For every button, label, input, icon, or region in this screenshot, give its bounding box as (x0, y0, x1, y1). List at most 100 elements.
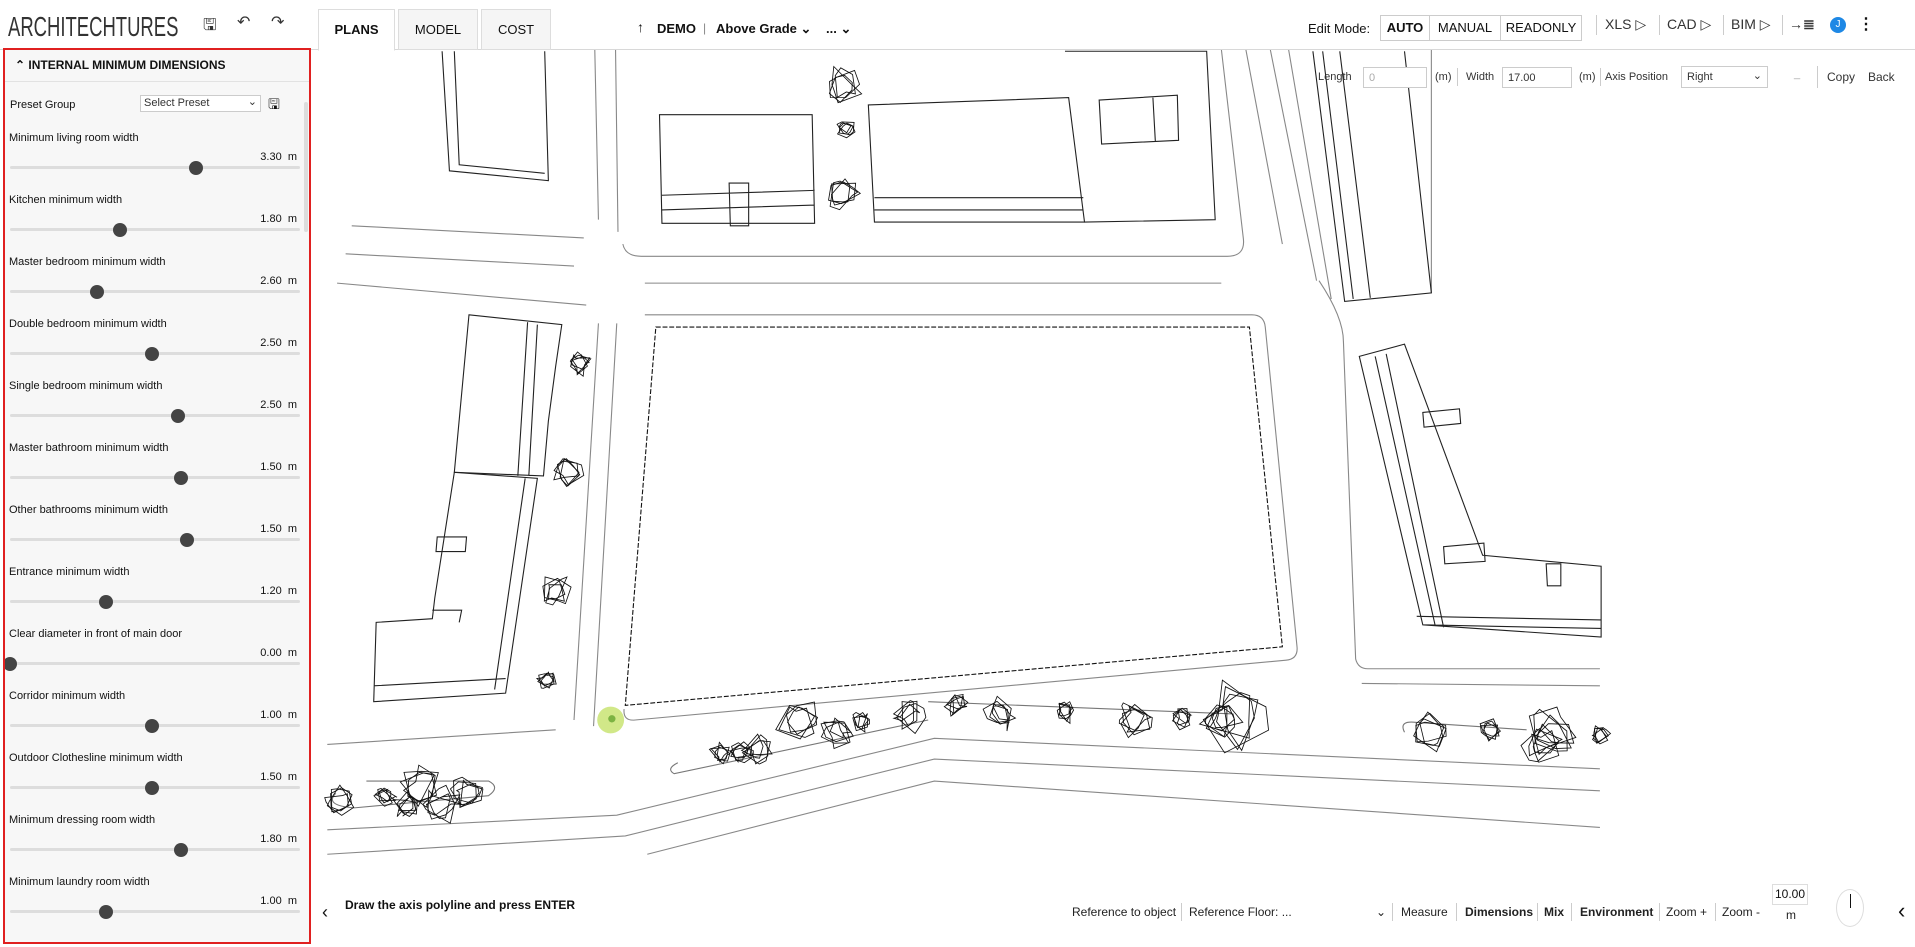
chevron-left-icon[interactable]: ‹ (322, 902, 328, 922)
tree-symbol (901, 700, 918, 730)
preset-select[interactable]: Select Preset⌄ (140, 95, 261, 112)
north-compass[interactable] (1836, 889, 1864, 927)
chevron-left-icon[interactable]: ‹ (1898, 898, 1906, 923)
dimension-row: Minimum dressing room width 1.80 m (5, 814, 305, 876)
length-input[interactable] (1363, 67, 1427, 88)
length-unit: (m) (1435, 71, 1452, 83)
slider-handle[interactable] (145, 719, 160, 733)
status-instruction: Draw the axis polyline and press ENTER (345, 898, 576, 912)
slider-handle[interactable] (5, 657, 17, 671)
axis-position-select[interactable]: Right⌄ (1681, 66, 1768, 88)
tree-symbol (829, 717, 853, 739)
tree-symbol (895, 703, 927, 735)
tree-symbol (829, 180, 859, 211)
scrollbar[interactable] (304, 102, 308, 232)
dimension-slider[interactable] (10, 533, 300, 547)
tree-symbol (1176, 708, 1189, 726)
dimension-value: 1.50 m (260, 461, 297, 473)
tree-symbol (402, 764, 436, 808)
dimension-slider[interactable] (10, 843, 300, 857)
slider-handle[interactable] (188, 161, 203, 175)
dimension-slider[interactable] (10, 347, 300, 361)
edit-mode-label: Edit Mode: (1308, 21, 1371, 36)
slider-handle[interactable] (113, 223, 128, 237)
dimension-slider[interactable] (10, 161, 300, 175)
tab-plans[interactable]: PLANS (318, 9, 395, 51)
more-label: ... (826, 21, 837, 36)
undo-icon[interactable]: ↶ (237, 14, 251, 31)
tree-symbol (729, 744, 754, 764)
export-bim[interactable]: BIM ▷ (1731, 16, 1771, 32)
tree-symbol (1056, 701, 1075, 719)
panel-header[interactable]: ⌃ INTERNAL MINIMUM DIMENSIONS (5, 50, 309, 82)
dimension-slider[interactable] (5, 657, 300, 671)
edit-mode-manual[interactable]: MANUAL (1429, 15, 1501, 41)
chevron-down-icon: ⌄ (800, 21, 812, 36)
slider-handle[interactable] (145, 347, 160, 361)
zoom-out-button[interactable]: Zoom - (1722, 905, 1761, 919)
slider-handle[interactable] (145, 781, 160, 795)
scale-unit: m (1786, 908, 1796, 922)
slider-handle[interactable] (98, 595, 113, 609)
edit-mode-readonly[interactable]: READONLY (1500, 15, 1582, 41)
slider-handle[interactable] (90, 285, 104, 299)
tree-symbol (852, 711, 870, 729)
export-cad[interactable]: CAD ▷ (1667, 16, 1712, 32)
redo-icon[interactable]: ↷ (271, 14, 285, 31)
dimension-slider[interactable] (10, 409, 300, 423)
tree-symbol (778, 706, 815, 738)
slider-handle[interactable] (174, 471, 189, 485)
tree-symbol (1204, 704, 1228, 738)
more-vertical-icon[interactable]: ⋮ (1858, 16, 1874, 33)
save-preset-icon[interactable]: 🖫 (268, 96, 280, 112)
dimensions-button[interactable]: Dimensions (1465, 905, 1534, 919)
dash: _ (1794, 68, 1801, 80)
chevron-down-icon[interactable]: ⌄ (1376, 905, 1387, 919)
tab-cost[interactable]: COST (481, 9, 551, 50)
environment-button[interactable]: Environment (1580, 905, 1654, 919)
dimension-slider[interactable] (10, 595, 300, 609)
width-input[interactable] (1502, 67, 1572, 88)
zoom-in-button[interactable]: Zoom + (1666, 905, 1708, 919)
dimension-label: Double bedroom minimum width (9, 318, 167, 330)
chevron-down-icon: ⌄ (1752, 70, 1762, 82)
chevron-up-icon: ⌃ (15, 58, 26, 72)
user-avatar[interactable]: J (1830, 17, 1846, 33)
dimension-slider[interactable] (10, 719, 300, 733)
back-button[interactable]: Back (1868, 70, 1895, 84)
dimension-slider[interactable] (10, 781, 300, 795)
project-name[interactable]: DEMO (657, 21, 696, 36)
dimension-slider[interactable] (10, 285, 300, 299)
arrow-up-icon[interactable]: ↑ (637, 19, 644, 35)
dimension-label: Corridor minimum width (9, 690, 126, 702)
more-dropdown[interactable]: ... ⌄ (826, 21, 851, 37)
tree-symbol (945, 693, 968, 710)
dimension-row: Master bedroom minimum width 2.60 m (5, 256, 305, 318)
scale-value[interactable]: 10.00 (1772, 884, 1808, 905)
edit-mode-auto[interactable]: AUTO (1380, 15, 1430, 41)
mix-button[interactable]: Mix (1544, 905, 1565, 919)
level-dropdown[interactable]: Above Grade ⌄ (716, 21, 811, 37)
measure-button[interactable]: Measure (1401, 905, 1448, 919)
dimension-slider[interactable] (10, 905, 300, 919)
reference-floor-select[interactable]: Reference Floor: ... (1189, 905, 1292, 919)
tree-symbol (710, 746, 730, 761)
reference-to-object[interactable]: Reference to object (1072, 905, 1177, 919)
tree-symbol (1482, 722, 1501, 741)
tree-symbol (1202, 686, 1270, 754)
tab-model[interactable]: MODEL (398, 9, 478, 50)
export-xls[interactable]: XLS ▷ (1605, 16, 1647, 32)
slider-handle[interactable] (179, 533, 194, 547)
tree-symbol (1479, 724, 1499, 740)
copy-button[interactable]: Copy (1827, 70, 1856, 84)
slider-handle[interactable] (171, 409, 186, 423)
dimension-slider[interactable] (10, 223, 300, 237)
collapse-panel-icon[interactable]: →≣ (1789, 16, 1815, 32)
dimension-slider[interactable] (10, 471, 300, 485)
tree-symbol (943, 695, 966, 717)
slider-handle[interactable] (174, 843, 189, 857)
tree-symbol (1533, 708, 1568, 752)
slider-handle[interactable] (98, 905, 113, 919)
save-icon[interactable]: 🖫 (203, 17, 217, 34)
